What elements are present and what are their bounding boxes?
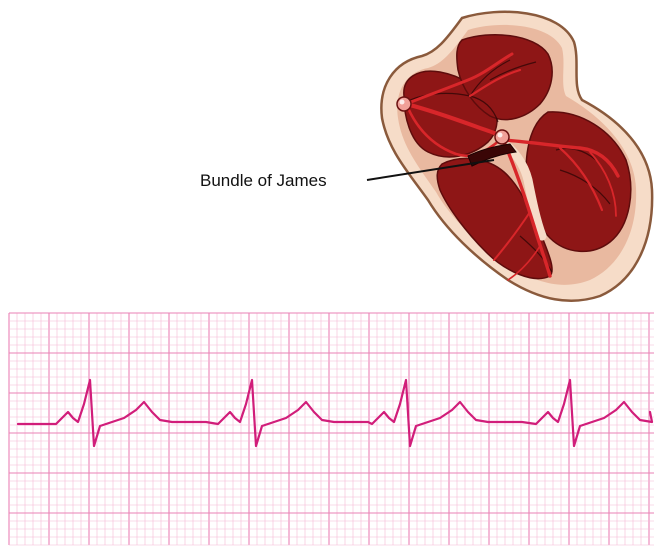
- heart-diagram: [381, 12, 652, 301]
- ecg-paper: [9, 313, 654, 545]
- bundle-of-james-label: Bundle of James: [200, 171, 327, 190]
- ecg-strip: [9, 313, 654, 545]
- sa-node: [397, 97, 411, 111]
- av-node: [495, 130, 509, 144]
